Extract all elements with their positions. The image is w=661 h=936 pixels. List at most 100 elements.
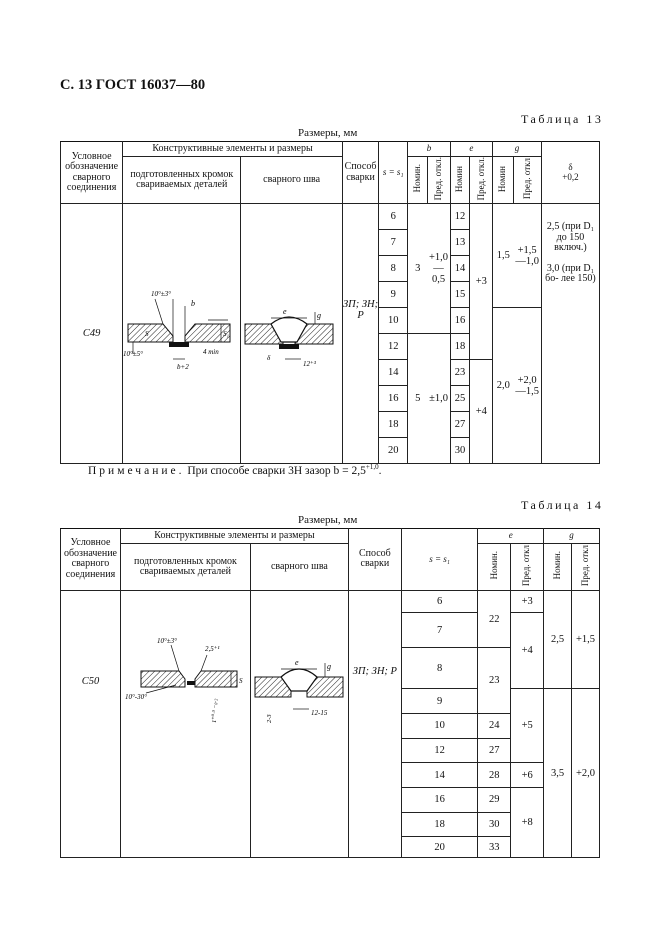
note-lead: Примечание. bbox=[88, 464, 185, 477]
prepared-edges-drawing: 10°±3° 2,5⁺¹ S 10°-30° 1⁺⁰·⁵ ₋₀.₂ bbox=[119, 589, 251, 859]
s-value: 7 bbox=[400, 612, 479, 649]
col-s: s = s₁ bbox=[400, 528, 479, 591]
page-header: С. 13 ГОСТ 16037—80 bbox=[60, 77, 206, 93]
g1-nominal: 2,5 bbox=[543, 589, 572, 690]
s-value: 20 bbox=[378, 437, 409, 465]
g-pred-header: Пред. откл bbox=[570, 543, 601, 591]
fig2-dim-label: 12-15 bbox=[311, 709, 328, 717]
e-value: 30 bbox=[477, 811, 512, 838]
e-value: 33 bbox=[477, 836, 512, 858]
welding-method: ЗП; ЗН; Р bbox=[347, 589, 402, 859]
connection-code: С49 bbox=[59, 203, 124, 465]
weld-svg: e g 2-3 12-15 bbox=[254, 658, 344, 723]
g1-tolerance: +1,5 —1,0 bbox=[513, 203, 542, 309]
s-value: 14 bbox=[400, 762, 479, 789]
col-b: b bbox=[407, 141, 451, 157]
e-tolerance: +6 bbox=[510, 762, 545, 789]
fig1-angle-label: 10°±3° bbox=[157, 637, 177, 645]
fig1-s-label: S bbox=[239, 677, 243, 685]
e-tolerance: +5 bbox=[510, 688, 545, 764]
e-tolerance: +8 bbox=[510, 787, 545, 858]
delta-value-2: 3,0 (при D₁ бо- лее 150) bbox=[545, 262, 596, 285]
g-nomin-header: Номин bbox=[492, 155, 514, 205]
s-value: 14 bbox=[378, 359, 409, 387]
s-value: 10 bbox=[400, 713, 479, 739]
fig1-b2-label: b+2 bbox=[177, 363, 189, 371]
e-nomin-header: Номин bbox=[449, 155, 471, 205]
fig2-g-label: g bbox=[317, 311, 321, 320]
weld-drawing: e g δ 12⁺³ bbox=[240, 203, 343, 465]
table-14-title: Таблица 14 bbox=[521, 498, 604, 512]
delta-tolerance: +0,2 bbox=[562, 171, 579, 182]
e-value: 23 bbox=[477, 647, 512, 715]
g2-nominal: 2,0 bbox=[492, 307, 514, 465]
s-value: 8 bbox=[378, 255, 409, 283]
e-value: 22 bbox=[477, 589, 512, 649]
col-delta: δ+0,2 bbox=[540, 140, 601, 205]
fig1-angle-label: 10°±3° bbox=[151, 290, 171, 298]
e-value: 27 bbox=[477, 737, 512, 764]
fig1-root-label: 1⁺⁰·⁵ ₋₀.₂ bbox=[211, 698, 218, 723]
table-14-units: Размеры, мм bbox=[298, 514, 358, 526]
s-value: 9 bbox=[378, 281, 409, 309]
s-value: 8 bbox=[400, 647, 479, 690]
fig1-gap-label: 2,5⁺¹ bbox=[205, 645, 220, 653]
fig1-min-label: 4 min bbox=[203, 348, 219, 356]
s-value: 16 bbox=[378, 385, 409, 413]
col-weld: сварного шва bbox=[240, 155, 343, 205]
s-value: 9 bbox=[400, 688, 479, 715]
s-value: 18 bbox=[400, 811, 479, 838]
e-value: 23 bbox=[449, 359, 471, 387]
col-e: e bbox=[449, 141, 494, 157]
table-14: Условное обозначение сварного соединения… bbox=[60, 527, 601, 859]
e-value: 30 bbox=[449, 437, 471, 465]
b1-nominal: 3 bbox=[407, 203, 428, 335]
e-value: 16 bbox=[449, 307, 471, 335]
col-designation: Условное обозначение сварного соединения bbox=[60, 528, 121, 591]
e-tolerance: +4 bbox=[510, 612, 545, 690]
e-value: 24 bbox=[477, 713, 512, 739]
e-value: 29 bbox=[477, 787, 512, 813]
col-weld: сварного шва bbox=[249, 543, 349, 591]
fig2-dim-label: 12⁺³ bbox=[303, 360, 317, 368]
e-tolerance: +3 bbox=[510, 589, 545, 614]
s-value: 16 bbox=[400, 787, 479, 813]
b2-nominal: 5 bbox=[407, 333, 428, 465]
welding-method: ЗП; ЗН; Р bbox=[341, 203, 380, 465]
fig2-e-label: e bbox=[295, 658, 299, 667]
col-construct: Конструктивные элементы и размеры bbox=[119, 527, 349, 545]
fig1-bevel-label: 10°±5° bbox=[123, 350, 143, 358]
s-value: 20 bbox=[400, 836, 479, 858]
g1-tolerance: +1,5 bbox=[570, 589, 601, 690]
col-g: g bbox=[543, 527, 600, 545]
b-nomin-header: Номин. bbox=[407, 155, 428, 205]
fig1-s-label: S bbox=[145, 330, 149, 338]
g-pred-header: Пред. откл bbox=[512, 155, 542, 205]
col-method: Способ сварки bbox=[341, 140, 380, 205]
b1-tolerance: +1,0 —0,5 bbox=[427, 203, 451, 335]
g2-tolerance: +2,0 bbox=[570, 688, 601, 858]
col-g: g bbox=[492, 141, 542, 157]
s-value: 6 bbox=[378, 203, 409, 231]
e-value: 15 bbox=[449, 281, 471, 309]
s-value: 7 bbox=[378, 229, 409, 257]
prepared-edges-drawing: 10°±3° b S S₁ 10°±5° 4 min b+2 bbox=[122, 203, 242, 465]
fig1-s1-label: S₁ bbox=[223, 330, 229, 338]
e-value: 28 bbox=[477, 762, 512, 789]
weld-drawing: e g 2-3 12-15 bbox=[249, 589, 349, 859]
table-13-title: Таблица 13 bbox=[521, 112, 604, 126]
b-pred-header: Пред. откл. bbox=[426, 155, 451, 205]
fig2-delta-label: δ bbox=[267, 354, 271, 362]
fig2-g-label: g bbox=[327, 662, 331, 671]
table-13-units: Размеры, мм bbox=[298, 127, 358, 139]
fig2-gap-label: 2-3 bbox=[266, 713, 273, 722]
note-text: При способе сварки 3H зазор b = 2,5 bbox=[187, 464, 366, 477]
prepared-edges-svg: 10°±3° b S S₁ 10°±5° 4 min b+2 bbox=[123, 290, 231, 371]
e-value: 18 bbox=[449, 333, 471, 361]
e1-tolerance: +3 bbox=[469, 203, 494, 361]
col-prepared: подготовленных кромок свариваемых детале… bbox=[119, 543, 251, 591]
e-value: 25 bbox=[449, 385, 471, 413]
note-sup: +1,0 bbox=[365, 463, 379, 471]
col-prepared: подготовленных кромок свариваемых детале… bbox=[122, 155, 242, 205]
delta-value-1: 2,5 (при D₁ до 150 включ.) bbox=[546, 221, 595, 254]
